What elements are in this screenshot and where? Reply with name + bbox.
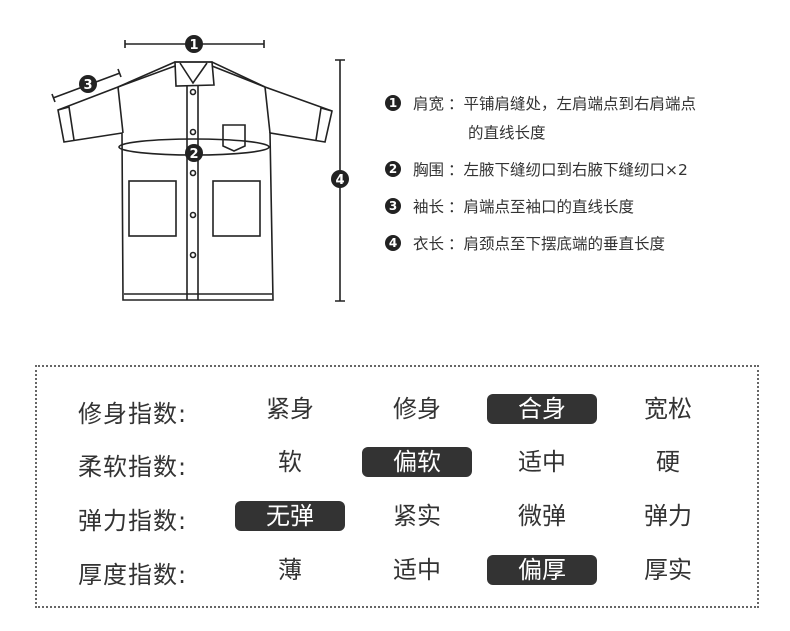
number-4-icon: 4 <box>385 234 401 251</box>
number-3-icon: 3 <box>385 197 401 214</box>
marker-4: 4 <box>335 173 344 188</box>
index-label: 修身指数: <box>78 400 188 428</box>
index-option: 微弹 <box>518 502 566 530</box>
marker-4-icon <box>331 170 349 188</box>
legend-name: 肩宽 <box>413 94 445 113</box>
legend-name: 胸围 <box>413 160 445 179</box>
legend-item: 1 肩宽：平铺肩缝处，左肩端点到右肩端点 <box>385 84 696 121</box>
index-row: 弹力指数: 无弹 紧实 微弹 弹力 <box>0 497 790 537</box>
legend-item: 3 袖长：肩端点至袖口的直线长度 <box>385 187 696 224</box>
index-option: 软 <box>278 448 302 476</box>
legend-item: 2 胸围：左腋下缝纫口到右腋下缝纫口×2 <box>385 150 696 187</box>
index-row: 修身指数: 紧身 修身 合身 宽松 <box>0 390 790 430</box>
index-table-border <box>35 365 759 608</box>
index-option: 紧实 <box>393 502 441 530</box>
index-option: 宽松 <box>644 395 692 423</box>
index-row: 柔软指数: 软 偏软 适中 硬 <box>0 443 790 483</box>
index-option-selected: 偏厚 <box>487 555 597 585</box>
index-option: 适中 <box>393 556 441 584</box>
measure-lines <box>51 40 345 302</box>
legend-desc: ：左腋下缝纫口到右腋下缝纫口×2 <box>448 160 688 179</box>
index-option: 适中 <box>518 448 566 476</box>
buttons <box>189 88 197 259</box>
index-label: 厚度指数: <box>78 561 188 589</box>
index-row: 厚度指数: 薄 适中 偏厚 厚实 <box>0 551 790 591</box>
index-option-selected: 合身 <box>487 394 597 424</box>
shirt-diagram: 1 2 3 4 <box>51 35 349 302</box>
index-option: 薄 <box>278 556 302 584</box>
marker-3: 3 <box>83 78 92 93</box>
legend-desc: ：肩端点至袖口的直线长度 <box>448 197 635 216</box>
legend-desc-cont: 的直线长度 <box>468 123 546 142</box>
legend-item: 4 衣长：肩颈点至下摆底端的垂直长度 <box>385 224 696 261</box>
index-option-selected: 偏软 <box>362 447 472 477</box>
index-label: 柔软指数: <box>78 453 188 481</box>
marker-1: 1 <box>189 38 198 53</box>
marker-1-icon <box>185 35 203 53</box>
index-option: 硬 <box>656 448 680 476</box>
number-2-icon: 2 <box>385 160 401 177</box>
index-option: 厚实 <box>644 556 692 584</box>
marker-2: 2 <box>189 147 198 162</box>
legend-name: 衣长 <box>413 234 445 253</box>
index-option: 弹力 <box>644 502 692 530</box>
index-option-selected: 无弹 <box>235 501 345 531</box>
marker-2-icon <box>185 144 203 162</box>
measurement-legend: 1 肩宽：平铺肩缝处，左肩端点到右肩端点 的直线长度 2 胸围：左腋下缝纫口到右腋下… <box>385 84 696 261</box>
index-label: 弹力指数: <box>78 507 188 535</box>
index-option: 紧身 <box>266 395 314 423</box>
marker-3-icon <box>79 75 97 93</box>
legend-name: 袖长 <box>413 197 445 216</box>
legend-desc: ：肩颈点至下摆底端的垂直长度 <box>448 234 666 253</box>
shirt-outline <box>57 61 333 301</box>
number-1-icon: 1 <box>385 94 401 111</box>
legend-desc: ：平铺肩缝处，左肩端点到右肩端点 <box>448 94 697 113</box>
index-option: 修身 <box>393 395 441 423</box>
